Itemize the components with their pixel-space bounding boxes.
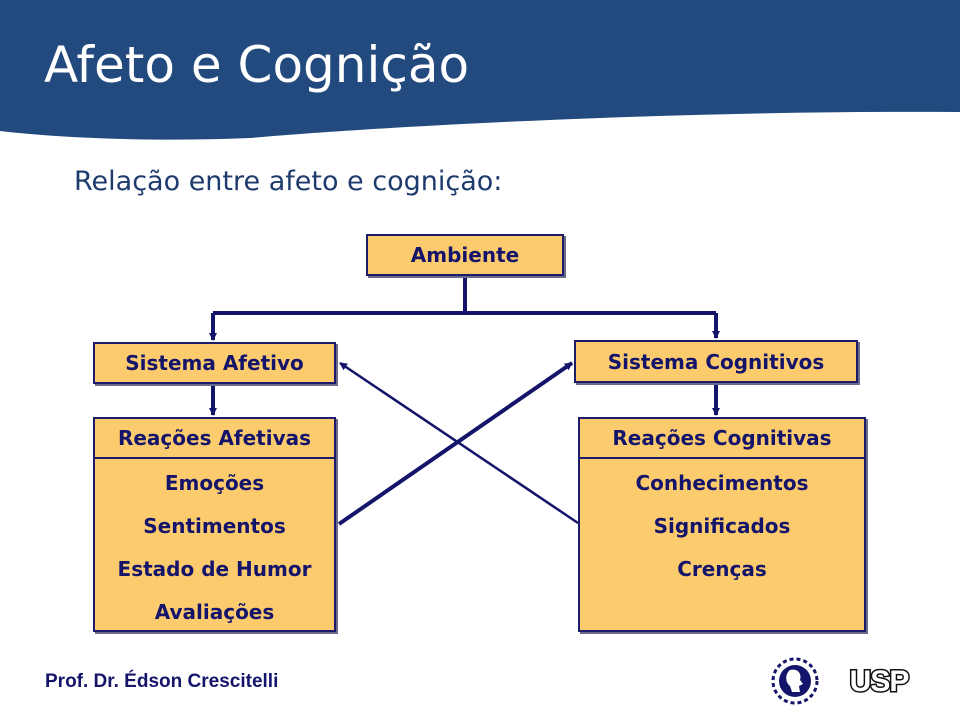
- svg-text:USP: USP: [850, 665, 909, 697]
- header-banner: [0, 0, 960, 140]
- poli-logo-icon: [771, 657, 819, 705]
- arrow-afetivas-to-cognitivos: [337, 361, 574, 526]
- arrow-cognitivas-to-afetivo: [339, 361, 579, 525]
- box-ambiente: Ambiente: [366, 234, 564, 276]
- box-sistema-cognitivos: Sistema Cognitivos: [574, 340, 858, 383]
- slide-subtitle: Relação entre afeto e cognição:: [74, 166, 503, 197]
- box-sistema-afetivo: Sistema Afetivo: [93, 342, 336, 384]
- box-reacoes-cognitivas: Reações Cognitivas Conhecimentos Signifi…: [578, 417, 866, 632]
- author-footer: Prof. Dr. Édson Crescitelli: [45, 671, 279, 692]
- slide-title: Afeto e Cognição: [44, 36, 470, 94]
- reacoes-afetivas-title: Reações Afetivas: [95, 419, 334, 459]
- list-item: Crenças: [677, 557, 767, 581]
- list-item: Emoções: [164, 471, 265, 495]
- usp-logo: USP: [848, 664, 911, 698]
- box-reacoes-afetivas: Reações Afetivas Emoções Sentimentos Est…: [93, 417, 336, 632]
- list-item: Significados: [653, 514, 791, 538]
- list-item: Avaliações: [154, 600, 275, 624]
- list-item: Estado de Humor: [117, 557, 312, 581]
- list-item: Sentimentos: [143, 514, 286, 538]
- list-item: Conhecimentos: [635, 471, 809, 495]
- reacoes-cognitivas-title: Reações Cognitivas: [580, 419, 864, 459]
